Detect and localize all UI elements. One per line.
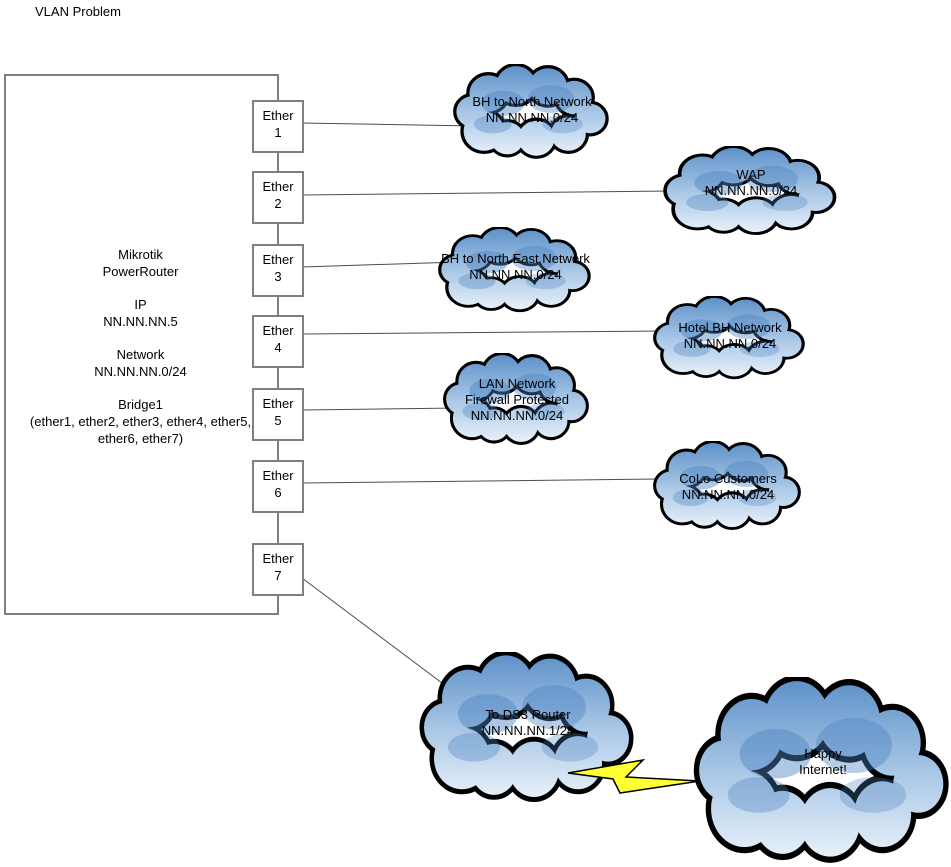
cloud-label: LAN Network Firewall Protected NN.NN.NN.… [464,376,570,423]
router-ip-value: NN.NN.NN.5 [103,314,178,329]
cloud-colo: CoLo Customers NN.NN.NN.0/24 [652,441,804,533]
port-label: Ether [262,551,294,566]
cloud-icon [418,652,638,807]
router-ip-label: IP [134,297,147,312]
port-box-ether4: Ether 4 [252,315,304,368]
port-number: 2 [274,196,282,211]
port-number: 6 [274,485,282,500]
cloud-happy-internet: Happy Internet! [692,677,951,867]
cloud-icon [452,64,612,162]
router-bridge-label: Bridge1 [118,397,163,412]
port-number: 4 [274,340,282,355]
cloud-wap: WAP NN.NN.NN.0/24 [662,146,840,238]
port-number: 7 [274,568,282,583]
port-box-ether1: Ether 1 [252,100,304,153]
port-label: Ether [262,468,294,483]
cloud-label: To DS3 Router NN.NN.NN.1/24 [481,707,575,738]
port-number: 5 [274,413,282,428]
port-label: Ether [262,396,294,411]
port-box-ether6: Ether 6 [252,460,304,513]
port-label: Ether [262,108,294,123]
port-box-ether5: Ether 5 [252,388,304,441]
router-bridge-members-line2: ether6, ether7) [97,431,184,446]
router-name-line1: Mikrotik [118,247,163,262]
port-box-ether7: Ether 7 [252,543,304,596]
router-bridge-members-line1: (ether1, ether2, ether3, ether4, ether5, [29,414,252,429]
router-label: Mikrotik PowerRouter IP NN.NN.NN.5 Netwo… [4,246,277,463]
cloud-label: WAP NN.NN.NN.0/24 [704,167,798,198]
cloud-label: BH to North Network NN.NN.NN.0/24 [472,94,592,125]
cloud-bh-north-east: BH to North East Network NN.NN.NN.0/24 [437,227,594,315]
port-label: Ether [262,179,294,194]
diagram-title: VLAN Problem [35,4,121,19]
port-number: 1 [274,125,282,140]
port-box-ether3: Ether 3 [252,244,304,297]
router-name-line2: PowerRouter [102,264,179,279]
cloud-label: Hotel BH Network NN.NN.NN.0/24 [678,320,782,351]
cloud-label: CoLo Customers NN.NN.NN.0/24 [679,471,777,502]
port-number: 3 [274,269,282,284]
cloud-icon [437,227,594,315]
cloud-icon [652,441,804,533]
cloud-icon [442,353,592,448]
cloud-hotel-bh: Hotel BH Network NN.NN.NN.0/24 [652,296,808,382]
cloud-label: BH to North East Network NN.NN.NN.0/24 [441,251,590,282]
cloud-bh-north: BH to North Network NN.NN.NN.0/24 [452,64,612,162]
cloud-label: Happy Internet! [799,746,847,777]
cloud-icon [692,677,951,867]
cloud-icon [662,146,840,238]
cloud-ds3: To DS3 Router NN.NN.NN.1/24 [418,652,638,807]
cloud-icon [652,296,808,382]
port-box-ether2: Ether 2 [252,171,304,224]
router-network-label: Network [116,347,165,362]
port-label: Ether [262,323,294,338]
port-label: Ether [262,252,294,267]
router-network-value: NN.NN.NN.0/24 [94,364,187,379]
cloud-lan: LAN Network Firewall Protected NN.NN.NN.… [442,353,592,448]
